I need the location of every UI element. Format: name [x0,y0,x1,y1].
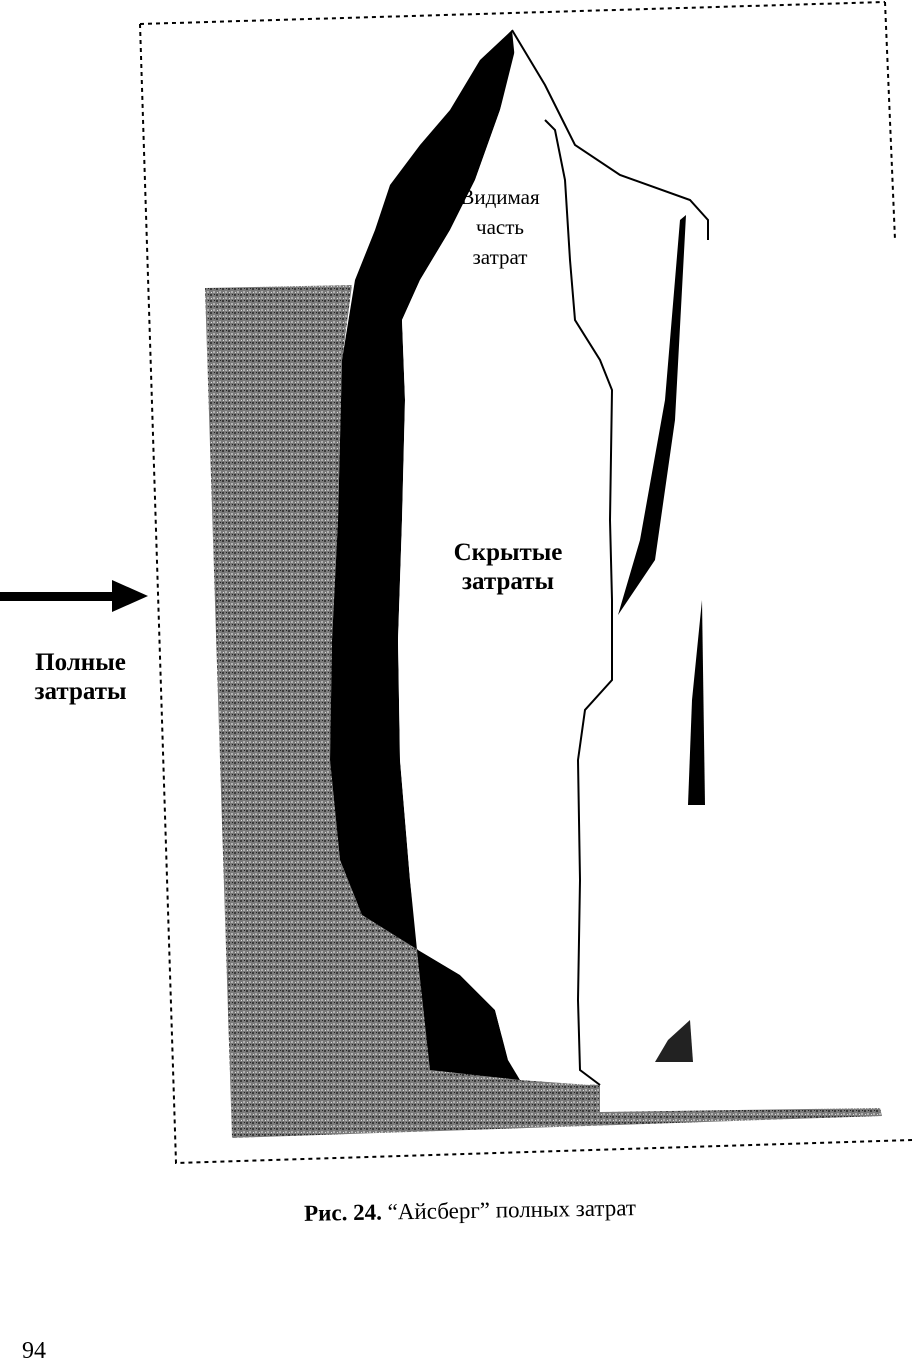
inner-outline [544,119,614,1086]
figure-caption-text: “Айсберг” полных затрат [387,1195,637,1225]
dashed-frame [139,1,913,1165]
visible-costs-label: Видимая часть затрат [440,182,560,272]
iceberg-shadow [330,30,520,1080]
total-costs-line-1: Полные [35,649,126,676]
visible-costs-line-3: затрат [472,245,528,269]
total-costs-line-2: затраты [34,678,127,705]
water-area [205,285,882,1138]
iceberg-right-shadow [618,215,686,615]
hidden-costs-label: Скрытые затраты [418,538,598,596]
iceberg-bottom-right-shadow [655,1020,693,1062]
iceberg-outline [511,29,709,240]
arrow-right-icon [0,580,148,612]
visible-costs-line-1: Видимая [460,185,540,209]
iceberg-body [398,50,708,1085]
hidden-costs-line-2: затраты [461,568,555,595]
iceberg-right-shadow-lower [688,600,705,805]
page-number: 94 [22,1338,46,1364]
hidden-costs-line-1: Скрытые [453,539,563,566]
figure-number: Рис. 24. [303,1199,383,1226]
visible-costs-line-2: часть [476,215,524,239]
total-costs-label: Полные затраты [8,648,153,706]
